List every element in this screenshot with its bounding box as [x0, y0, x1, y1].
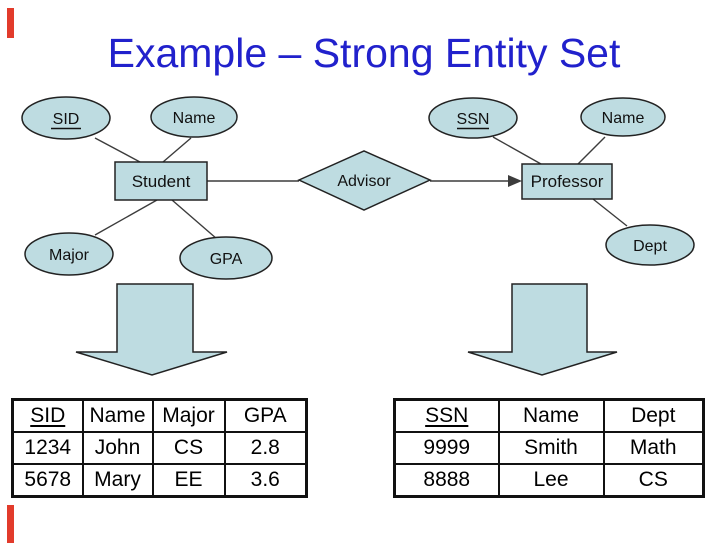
line-name2-professor — [577, 136, 606, 165]
line-student-gpa — [171, 199, 218, 240]
er-labels: SID Name Major GPA Student Advisor Profe… — [49, 110, 667, 268]
column-header-name: Name — [81, 398, 154, 433]
attribute-label-sid: SID — [53, 111, 80, 128]
attribute-ellipse-gpa — [179, 236, 273, 280]
cell: 2.8 — [223, 431, 308, 465]
attribute-label-major: Major — [49, 247, 90, 264]
attribute-ellipse-major — [24, 232, 114, 276]
table-row: 9999 Smith Math — [393, 431, 705, 465]
professor-table-header-row: SSN Name Dept — [393, 398, 705, 433]
table-row: 1234 John CS 2.8 — [11, 431, 308, 465]
column-header-dept: Dept — [602, 398, 705, 433]
cell: 5678 — [11, 463, 84, 498]
cell: Mary — [81, 463, 154, 498]
attribute-label-gpa: GPA — [210, 251, 243, 268]
attribute-ellipse-sid — [21, 96, 111, 140]
block-arrow-down-left — [75, 283, 228, 376]
slide-title: Example – Strong Entity Set — [107, 30, 621, 76]
arrowhead-to-professor — [508, 175, 522, 187]
entity-box-professor — [521, 163, 613, 200]
student-table-header-row: SID Name Major GPA — [11, 398, 308, 433]
relationship-diamond-advisor — [297, 150, 432, 211]
entity-label-professor: Professor — [531, 172, 604, 191]
cell: Lee — [497, 463, 605, 498]
relationship-label-advisor: Advisor — [337, 173, 391, 190]
cell: CS — [602, 463, 705, 498]
attribute-ellipse-name-left — [150, 96, 238, 138]
table-row: 5678 Mary EE 3.6 — [11, 463, 308, 498]
cell: 3.6 — [223, 463, 308, 498]
cell: 8888 — [393, 463, 500, 498]
cell: 9999 — [393, 431, 500, 465]
cell: John — [81, 431, 154, 465]
attribute-label-dept: Dept — [633, 238, 667, 255]
attribute-label-name-right: Name — [602, 110, 645, 127]
column-header-major: Major — [151, 398, 226, 433]
column-header-ssn: SSN — [393, 398, 500, 433]
attribute-ellipse-dept — [605, 224, 695, 266]
attribute-label-name-left: Name — [173, 110, 216, 127]
column-header-sid: SID — [11, 398, 84, 433]
cell: Math — [602, 431, 705, 465]
cell: Smith — [497, 431, 605, 465]
professor-table: SSN Name Dept 9999 Smith Math 8888 Lee C… — [393, 398, 705, 498]
line-ssn-professor — [492, 136, 542, 165]
connector-lines — [94, 136, 628, 240]
attribute-ellipse-name-right — [580, 97, 666, 137]
line-sid-student — [94, 137, 141, 163]
line-student-major — [94, 199, 158, 236]
column-header-name: Name — [497, 398, 605, 433]
attribute-label-ssn: SSN — [457, 111, 490, 128]
block-arrow-down-right — [467, 283, 618, 376]
slide-accent-bar-bottom — [7, 505, 14, 543]
cell: CS — [151, 431, 226, 465]
entity-label-student: Student — [132, 172, 191, 191]
column-header-gpa: GPA — [223, 398, 308, 433]
entity-box-student — [114, 161, 208, 201]
table-row: 8888 Lee CS — [393, 463, 705, 498]
slide-accent-bar-top — [7, 8, 14, 38]
cell: 1234 — [11, 431, 84, 465]
er-shapes — [21, 96, 695, 376]
cell: EE — [151, 463, 226, 498]
line-professor-dept — [592, 198, 628, 227]
attribute-ellipse-ssn — [428, 97, 518, 139]
student-table: SID Name Major GPA 1234 John CS 2.8 5678… — [11, 398, 308, 498]
line-name-student — [162, 137, 192, 163]
